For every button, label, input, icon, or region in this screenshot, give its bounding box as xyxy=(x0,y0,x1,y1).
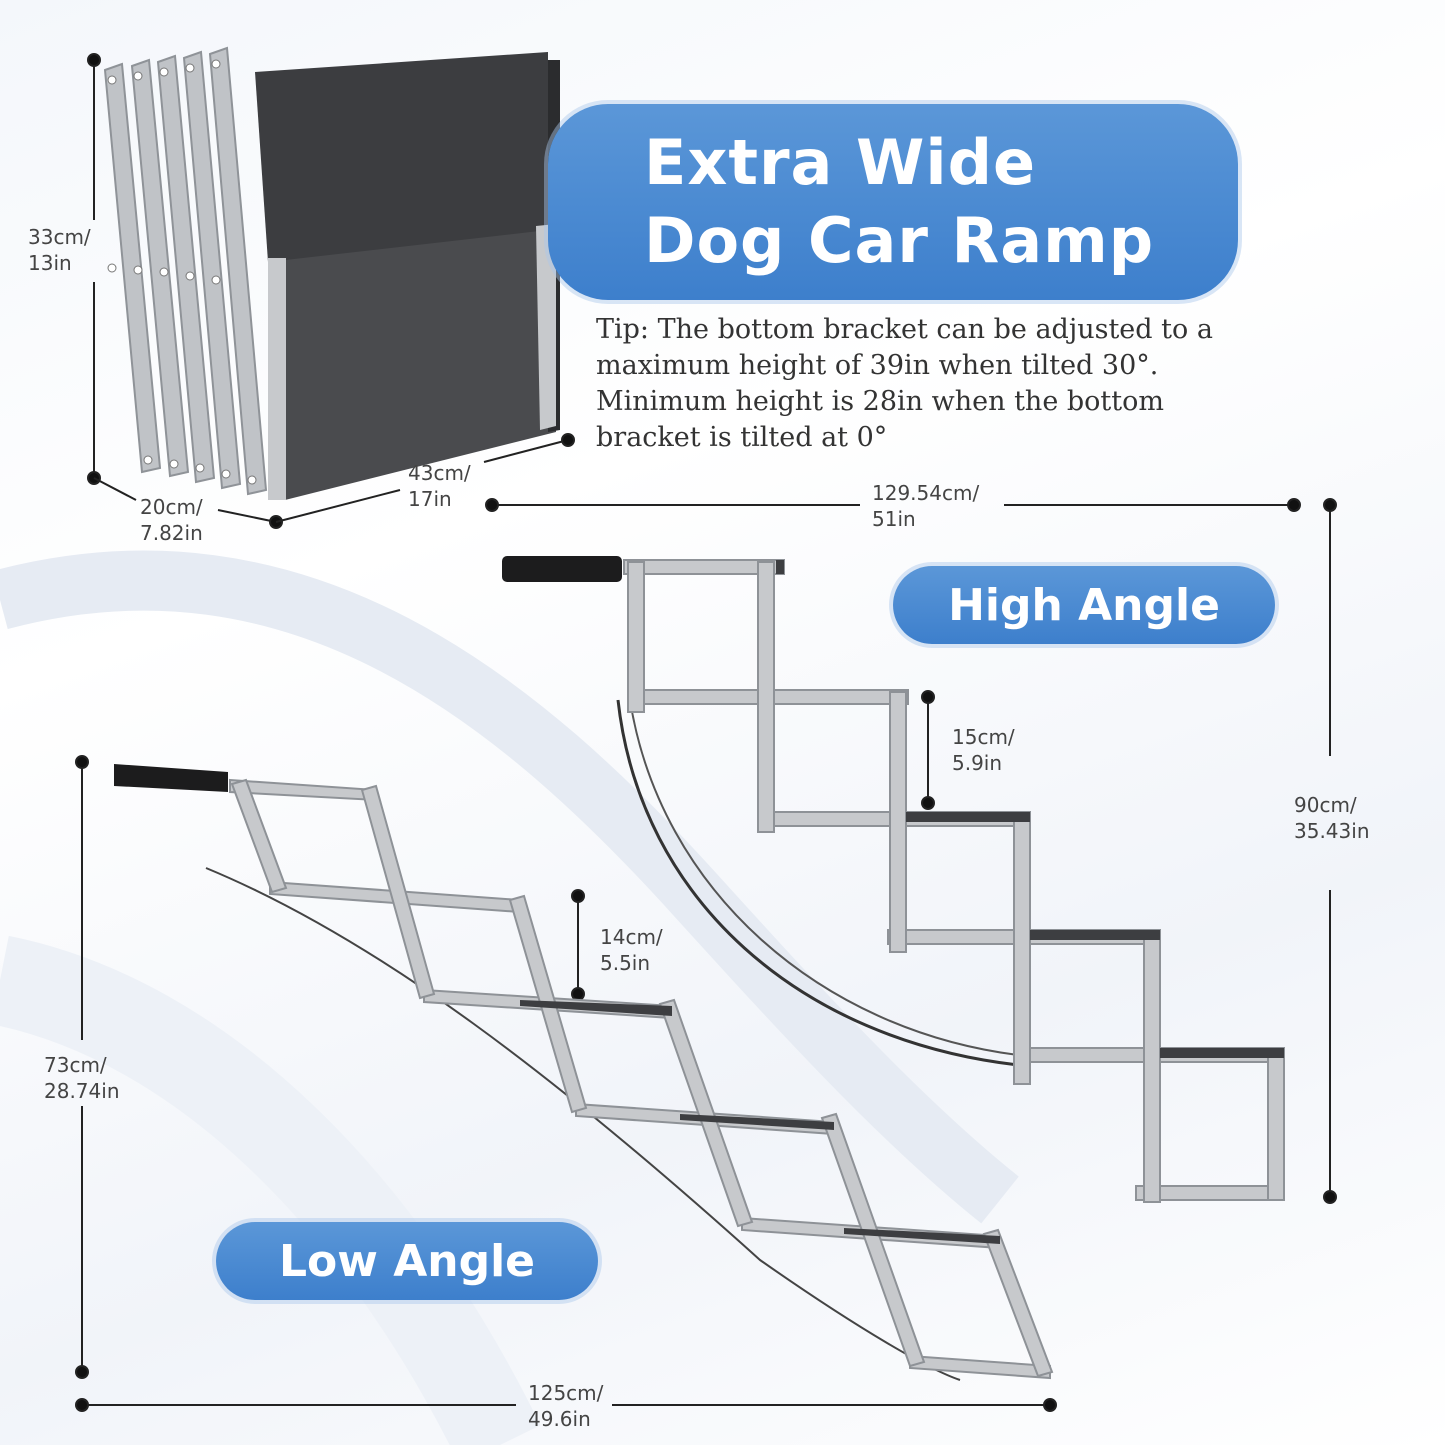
folded-width-cm: 43cm/ xyxy=(408,461,471,485)
high-step-in: 5.9in xyxy=(952,751,1003,775)
low-height-cm: 73cm/ xyxy=(44,1053,107,1077)
title-line-1: Extra Wide xyxy=(644,126,1037,199)
folded-height-in: 13in xyxy=(28,251,72,275)
folded-depth-in: 7.82in xyxy=(140,521,203,545)
low-angle-badge: Low Angle xyxy=(216,1222,598,1300)
tip-line-4: bracket is tilted at 0° xyxy=(596,422,888,453)
high-height-cm: 90cm/ xyxy=(1294,793,1357,817)
high-height-in: 35.43in xyxy=(1294,819,1370,843)
low-step-in: 5.5in xyxy=(600,951,651,975)
low-angle-stairs-image xyxy=(114,764,1054,1381)
low-step-cm: 14cm/ xyxy=(600,925,663,949)
low-length-cm: 125cm/ xyxy=(528,1381,604,1405)
low-step-label: 14cm/ 5.5in xyxy=(600,924,663,976)
folded-ramp-image xyxy=(103,46,560,500)
folded-height-label: 33cm/ 13in xyxy=(28,224,91,276)
low-length-in: 49.6in xyxy=(528,1407,591,1431)
folded-depth-cm: 20cm/ xyxy=(140,495,203,519)
dimension-lines xyxy=(75,53,1337,1412)
tip-line-3: Minimum height is 28in when the bottom xyxy=(596,386,1164,417)
bg-swoosh xyxy=(0,935,541,1445)
tip-line-1: Tip: The bottom bracket can be adjusted … xyxy=(596,314,1213,345)
high-length-label: 129.54cm/ 51in xyxy=(872,480,979,532)
low-height-label: 73cm/ 28.74in xyxy=(44,1052,120,1104)
folded-depth-label: 20cm/ 7.82in xyxy=(140,494,203,546)
low-height-in: 28.74in xyxy=(44,1079,120,1103)
high-angle-badge: High Angle xyxy=(893,566,1275,644)
high-angle-stairs-image xyxy=(502,556,1285,1203)
folded-height-cm: 33cm/ xyxy=(28,225,91,249)
bg-swoosh xyxy=(0,550,1019,1224)
high-length-cm: 129.54cm/ xyxy=(872,481,980,505)
low-length-label: 125cm/ 49.6in xyxy=(528,1380,603,1432)
folded-width-in: 17in xyxy=(408,487,452,511)
tip-line-2: maximum height of 39in when tilted 30°. xyxy=(596,350,1159,381)
title-line-2: Dog Car Ramp xyxy=(644,204,1155,277)
high-length-in: 51in xyxy=(872,507,916,531)
high-step-label: 15cm/ 5.9in xyxy=(952,724,1015,776)
high-step-cm: 15cm/ xyxy=(952,725,1015,749)
folded-width-label: 43cm/ 17in xyxy=(408,460,471,512)
high-height-label: 90cm/ 35.43in xyxy=(1294,792,1370,844)
title-banner: Extra Wide Dog Car Ramp xyxy=(548,104,1238,300)
tip-text: Tip: The bottom bracket can be adjusted … xyxy=(596,312,1316,456)
